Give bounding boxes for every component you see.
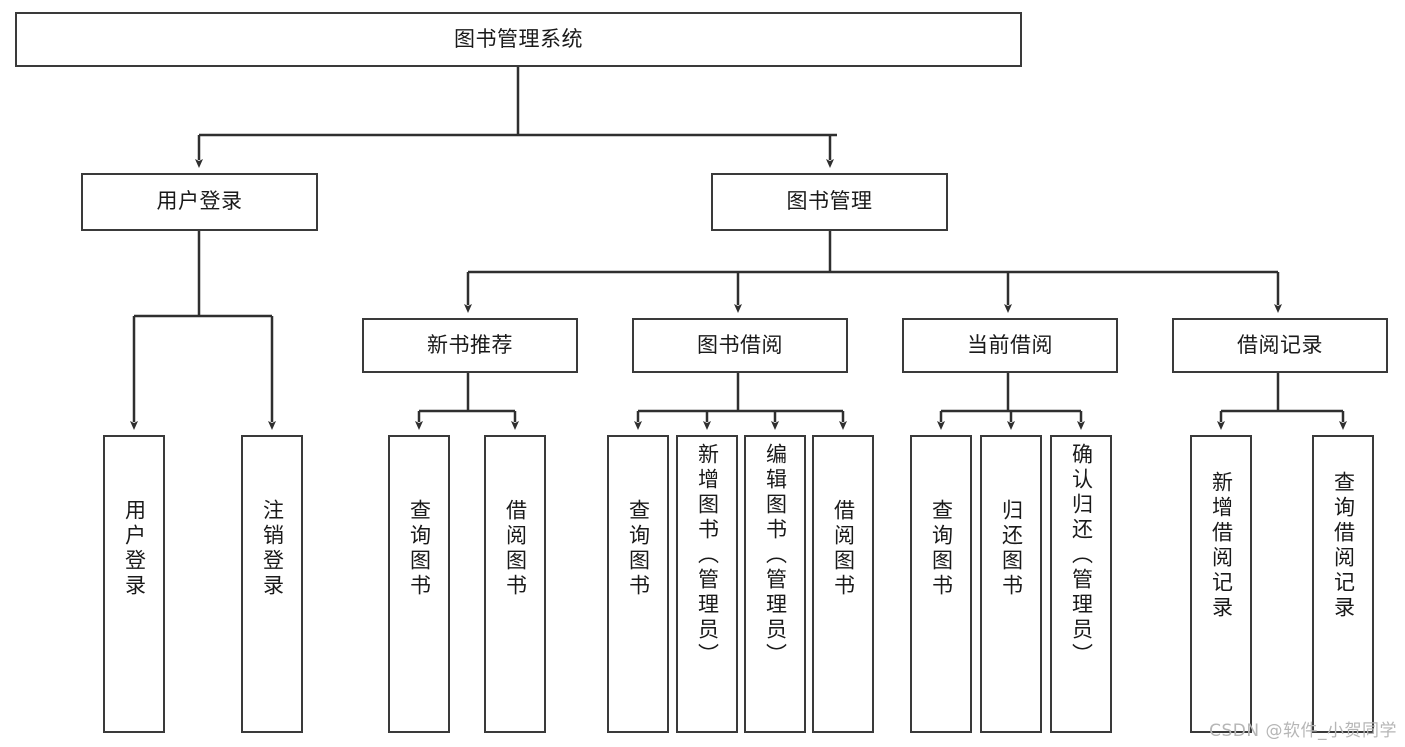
node-current-borrow[interactable]: 当前借阅: [902, 318, 1118, 373]
leaf-return-book[interactable]: 归还图书: [980, 435, 1042, 733]
node-book-borrow-label: 图书借阅: [697, 332, 783, 357]
leaf-add-book-admin[interactable]: 新增图书（管理员）: [676, 435, 738, 733]
leaf-logout-label: 注销登录: [260, 499, 285, 599]
leaf-query-book-borrow[interactable]: 查询图书: [607, 435, 669, 733]
node-book-management[interactable]: 图书管理: [711, 173, 948, 231]
leaf-edit-book-admin[interactable]: 编辑图书（管理员）: [744, 435, 806, 733]
leaf-query-book-current-label: 查询图书: [929, 499, 954, 599]
leaf-query-borrow-record[interactable]: 查询借阅记录: [1312, 435, 1374, 733]
leaf-logout[interactable]: 注销登录: [241, 435, 303, 733]
node-user-login-label: 用户登录: [156, 189, 243, 214]
leaf-borrow-book[interactable]: 借阅图书: [812, 435, 874, 733]
leaf-add-borrow-record[interactable]: 新增借阅记录: [1190, 435, 1252, 733]
leaf-borrow-book-label: 借阅图书: [831, 499, 856, 599]
node-book-borrow[interactable]: 图书借阅: [632, 318, 848, 373]
leaf-user-login[interactable]: 用户登录: [103, 435, 165, 733]
node-borrow-record[interactable]: 借阅记录: [1172, 318, 1388, 373]
leaf-query-book-recommend-label: 查询图书: [407, 499, 432, 599]
leaf-query-book-borrow-label: 查询图书: [626, 499, 651, 599]
leaf-return-book-label: 归还图书: [999, 499, 1024, 599]
leaf-confirm-return-admin[interactable]: 确认归还（管理员）: [1050, 435, 1112, 733]
node-borrow-record-label: 借阅记录: [1237, 332, 1323, 357]
leaf-edit-book-admin-label: 编辑图书（管理员）: [763, 443, 788, 668]
leaf-query-borrow-record-label: 查询借阅记录: [1331, 471, 1356, 621]
leaf-query-book-recommend[interactable]: 查询图书: [388, 435, 450, 733]
leaf-borrow-book-recommend-label: 借阅图书: [503, 499, 528, 599]
leaf-query-book-current[interactable]: 查询图书: [910, 435, 972, 733]
leaf-confirm-return-admin-label: 确认归还（管理员）: [1069, 443, 1094, 668]
node-new-book-recommend[interactable]: 新书推荐: [362, 318, 578, 373]
leaf-add-borrow-record-label: 新增借阅记录: [1209, 471, 1234, 621]
node-book-management-label: 图书管理: [786, 189, 873, 214]
node-current-borrow-label: 当前借阅: [967, 332, 1053, 357]
leaf-borrow-book-recommend[interactable]: 借阅图书: [484, 435, 546, 733]
leaf-add-book-admin-label: 新增图书（管理员）: [695, 443, 720, 668]
node-user-login[interactable]: 用户登录: [81, 173, 318, 231]
node-root[interactable]: 图书管理系统: [15, 12, 1022, 67]
leaf-user-login-label: 用户登录: [122, 499, 147, 599]
node-new-book-recommend-label: 新书推荐: [427, 332, 513, 357]
node-root-label: 图书管理系统: [454, 26, 583, 51]
